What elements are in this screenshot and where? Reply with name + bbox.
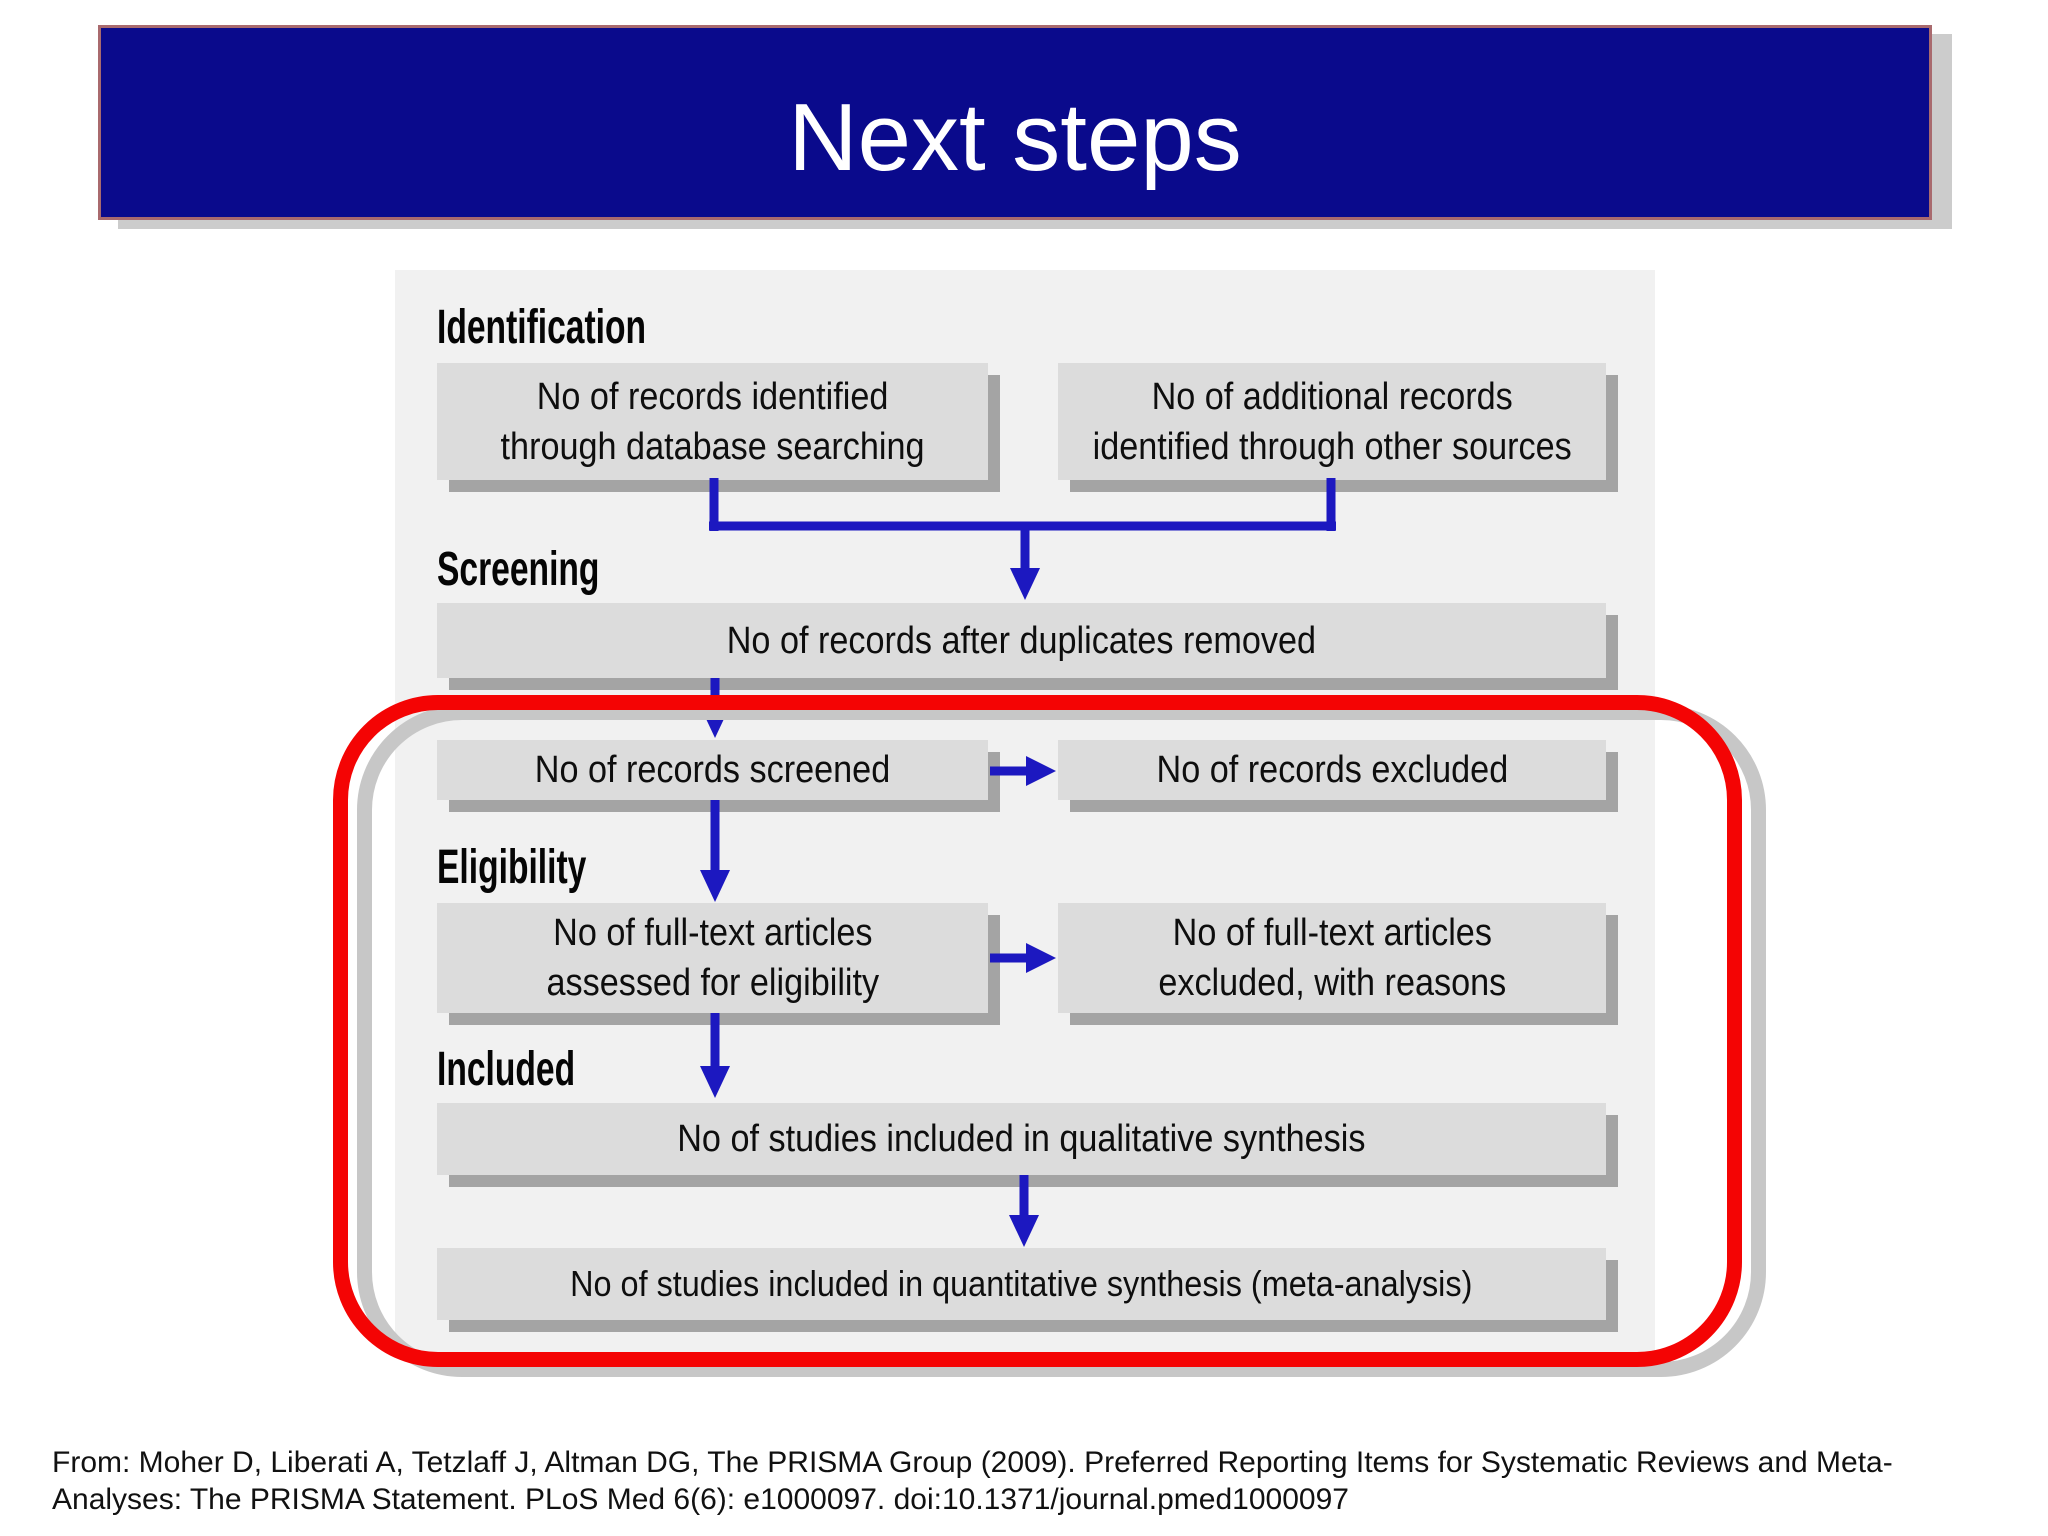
box-label: No of studies included in quantitative s… (570, 1263, 1473, 1304)
box-records-screened: No of records screened (437, 740, 988, 800)
box-records-excluded: No of records excluded (1058, 740, 1606, 800)
stage-label-identification: Identification (437, 301, 647, 354)
stage-label-eligibility: Eligibility (437, 841, 587, 894)
box-label: No of records after duplicates removed (726, 619, 1317, 662)
slide-title: Next steps (788, 83, 1242, 191)
citation-line-2: Analyses: The PRISMA Statement. PLoS Med… (52, 1483, 1349, 1516)
citation-line-1: From: Moher D, Liberati A, Tetzlaff J, A… (52, 1446, 1893, 1479)
stage-label-screening: Screening (437, 543, 600, 596)
box-label: No of full-text articles assessed for el… (546, 912, 879, 1004)
box-label: No of full-text articles excluded, with … (1158, 912, 1506, 1004)
box-label: No of studies included in qualitative sy… (677, 1118, 1366, 1160)
box-quantitative-synthesis: No of studies included in quantitative s… (437, 1248, 1606, 1320)
box-label: No of additional records identified thro… (1092, 375, 1572, 468)
box-records-identified-database: No of records identified through databas… (437, 363, 988, 480)
highlight-red-rounded-box (333, 695, 1742, 1367)
box-fulltext-assessed: No of full-text articles assessed for el… (437, 903, 988, 1013)
box-label: No of records excluded (1156, 749, 1508, 791)
stage-label-included: Included (437, 1043, 576, 1096)
box-fulltext-excluded: No of full-text articles excluded, with … (1058, 903, 1606, 1013)
citation: From: Moher D, Liberati A, Tetzlaff J, A… (52, 1444, 1912, 1518)
box-qualitative-synthesis: No of studies included in qualitative sy… (437, 1103, 1606, 1175)
box-label: No of records screened (534, 749, 891, 791)
box-records-after-duplicates: No of records after duplicates removed (437, 603, 1606, 678)
box-additional-records: No of additional records identified thro… (1058, 363, 1606, 480)
title-banner: Next steps (98, 25, 1932, 220)
box-label: No of records identified through databas… (500, 375, 925, 468)
